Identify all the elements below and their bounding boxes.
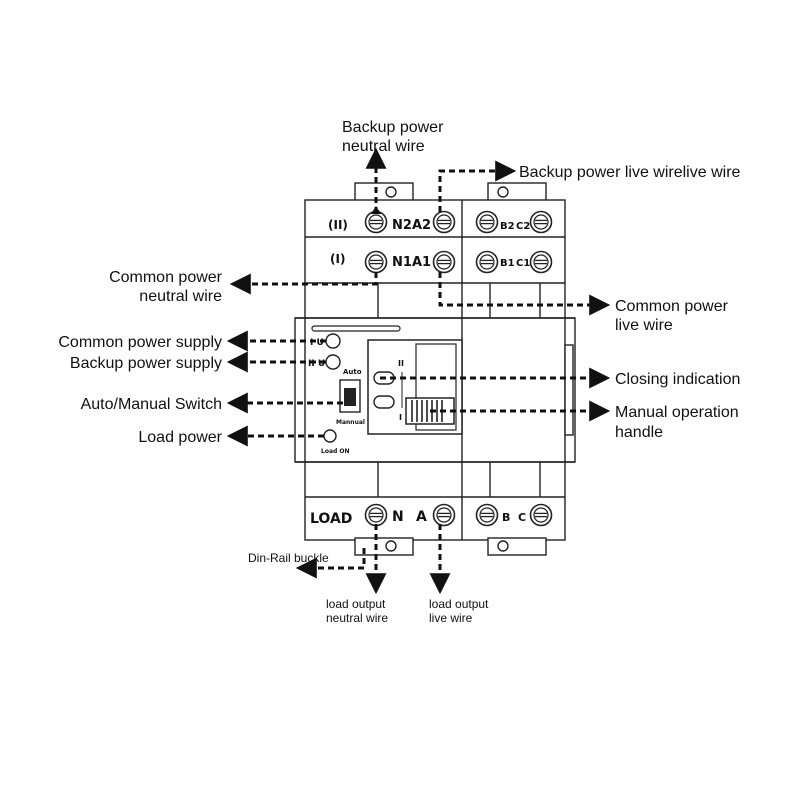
backup-supply-indicator <box>325 354 341 370</box>
terminal-n1-label: N1 <box>392 255 412 270</box>
screw-n1 <box>364 250 388 274</box>
callout-backup-live: Backup power live wirelive wire <box>519 164 741 181</box>
handle-i-label: I <box>399 413 402 422</box>
top-clip-left <box>354 182 414 203</box>
callout-load-neutral-line1: load output <box>326 597 386 611</box>
callout-backup-neutral-line2: neutral wire <box>342 138 425 155</box>
panel-slot <box>311 325 401 332</box>
callout-din-rail: Din-Rail buckle <box>248 551 329 565</box>
callout-load-power: Load power <box>138 429 222 446</box>
arrow-backup-live <box>438 160 517 212</box>
callout-common-live-line2: live wire <box>615 317 673 334</box>
row-i-label: (I) <box>330 252 345 266</box>
load-on-label: Load ON <box>321 448 350 455</box>
screw-b <box>475 503 499 527</box>
common-supply-indicator <box>325 333 341 349</box>
terminal-c1-label: C1 <box>516 258 530 269</box>
terminal-c-label: C <box>518 511 526 524</box>
callout-load-live-line2: live wire <box>429 611 473 625</box>
auto-label: Auto <box>343 368 362 376</box>
row-ii-label: (II) <box>328 218 348 232</box>
callout-common-neutral-line2: neutral wire <box>139 288 222 305</box>
callout-load-neutral-line2: neutral wire <box>326 611 388 625</box>
screw-a1 <box>432 250 456 274</box>
callout-manual-handle-line2: handle <box>615 424 663 441</box>
terminal-n2-label: N2 <box>392 218 412 233</box>
load-power-indicator <box>323 429 337 443</box>
closing-indicator-i <box>373 395 395 409</box>
screw-b1 <box>475 250 499 274</box>
screw-a2 <box>432 210 456 234</box>
callout-auto-manual: Auto/Manual Switch <box>81 396 222 413</box>
load-label: LOAD <box>310 511 352 527</box>
handle-ii-label: II <box>398 359 404 368</box>
terminal-c2-label: C2 <box>516 221 530 232</box>
screw-c2 <box>529 210 553 234</box>
screw-a <box>432 503 456 527</box>
terminal-b2-label: B2 <box>500 221 515 232</box>
screw-b2 <box>475 210 499 234</box>
terminal-a1-label: A1 <box>412 255 431 270</box>
bottom-clip-right <box>487 537 547 556</box>
callout-common-supply: Common power supply <box>58 334 222 351</box>
terminal-a-label: A <box>416 509 427 525</box>
callout-closing-indication: Closing indication <box>615 371 740 388</box>
iiu-label: II U <box>308 359 325 369</box>
terminal-a2-label: A2 <box>412 218 431 233</box>
terminal-n-label: N <box>392 509 404 525</box>
callout-common-neutral-line1: Common power <box>109 269 223 286</box>
arrow-din-rail <box>295 548 366 579</box>
arrow-common-neutral <box>229 272 378 295</box>
bottom-clip-left <box>354 537 414 556</box>
callout-backup-supply: Backup power supply <box>70 355 222 372</box>
callout-common-live-line1: Common power <box>615 298 729 315</box>
callout-manual-handle-line1: Manual operation <box>615 404 739 421</box>
top-clip-right <box>487 182 547 203</box>
screw-c1 <box>529 250 553 274</box>
switch-lever <box>344 388 356 406</box>
callout-load-live-line1: load output <box>429 597 489 611</box>
iu-label: I U <box>310 338 324 348</box>
arrow-common-live <box>438 272 611 316</box>
terminal-b-label: B <box>502 511 510 524</box>
screw-n <box>364 503 388 527</box>
callout-backup-neutral-line1: Backup power <box>342 119 444 136</box>
screw-c <box>529 503 553 527</box>
screw-n2 <box>364 210 388 234</box>
manual-label: Mannual <box>336 419 365 426</box>
terminal-b1-label: B1 <box>500 258 515 269</box>
